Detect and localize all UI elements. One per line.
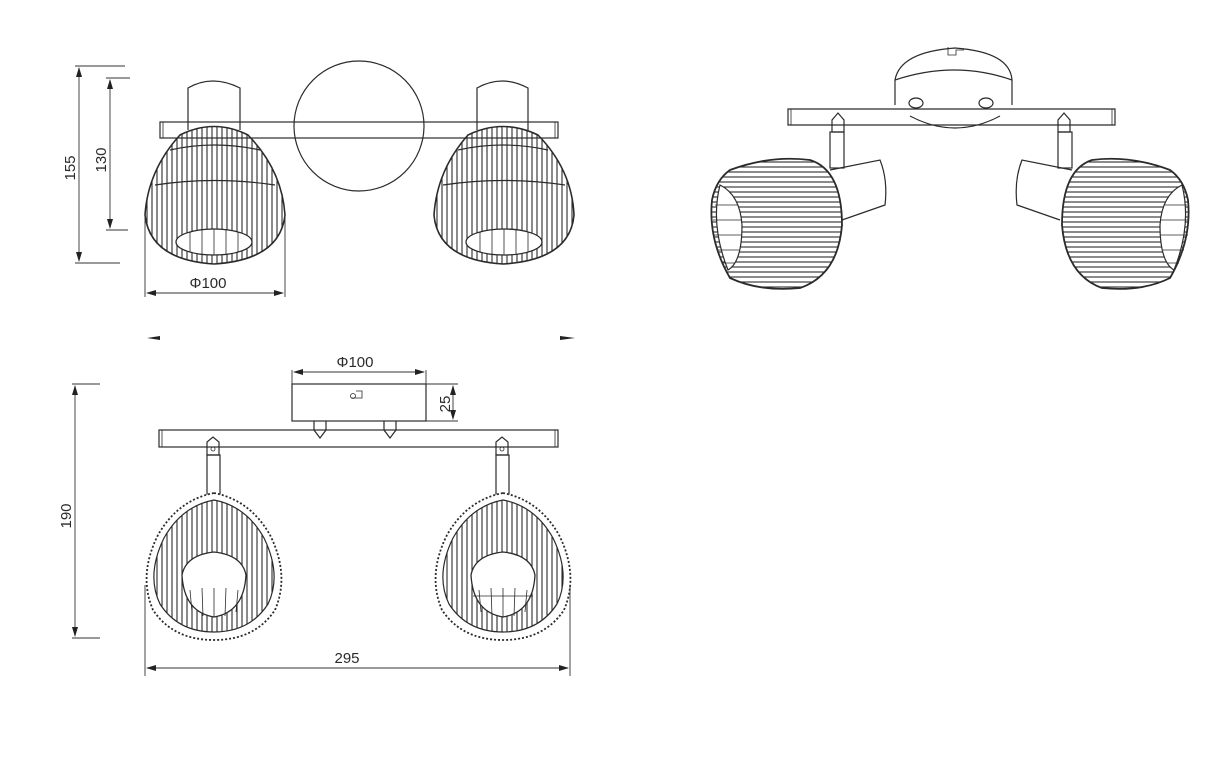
left-shade-front	[145, 492, 283, 641]
dimension-body-depth: 130	[93, 77, 130, 231]
dimension-canopy-height: 25	[426, 383, 458, 422]
perspective-view	[710, 47, 1190, 290]
left-shade	[144, 125, 286, 265]
canopy	[291, 383, 427, 422]
right-arm	[495, 436, 510, 498]
dim-155-label: 155	[62, 155, 79, 180]
front-view: Φ100 25	[58, 354, 572, 676]
perspective-rail	[787, 108, 1116, 126]
dim-295-label: 295	[334, 650, 359, 667]
left-arm	[206, 436, 221, 498]
right-shade	[433, 125, 575, 265]
left-holder	[187, 80, 241, 130]
section-markers	[147, 336, 575, 340]
dimension-shade-diameter: Φ100	[144, 215, 286, 297]
canopy-disc	[293, 60, 425, 192]
dimension-canopy-diameter: Φ100	[291, 354, 427, 384]
perspective-canopy	[894, 47, 1013, 129]
dim-190-label: 190	[58, 503, 75, 528]
dim-phi100-canopy-label: Φ100	[337, 354, 374, 371]
dimension-overall-height: 190	[58, 383, 100, 639]
perspective-right-shade	[1061, 157, 1190, 290]
front-rail	[158, 429, 559, 448]
right-shade-front	[434, 492, 572, 641]
dimension-overall-depth: 155	[62, 65, 125, 264]
rail	[159, 121, 559, 139]
perspective-left-shade	[710, 157, 843, 290]
keyhole-slot	[351, 390, 363, 399]
dim-130-label: 130	[93, 147, 110, 172]
dim-phi100-top-label: Φ100	[190, 275, 227, 292]
top-view: 155 130	[62, 60, 575, 297]
right-holder	[476, 80, 529, 130]
dim-25-label: 25	[437, 396, 454, 413]
dimension-overall-width: 295	[144, 585, 571, 676]
